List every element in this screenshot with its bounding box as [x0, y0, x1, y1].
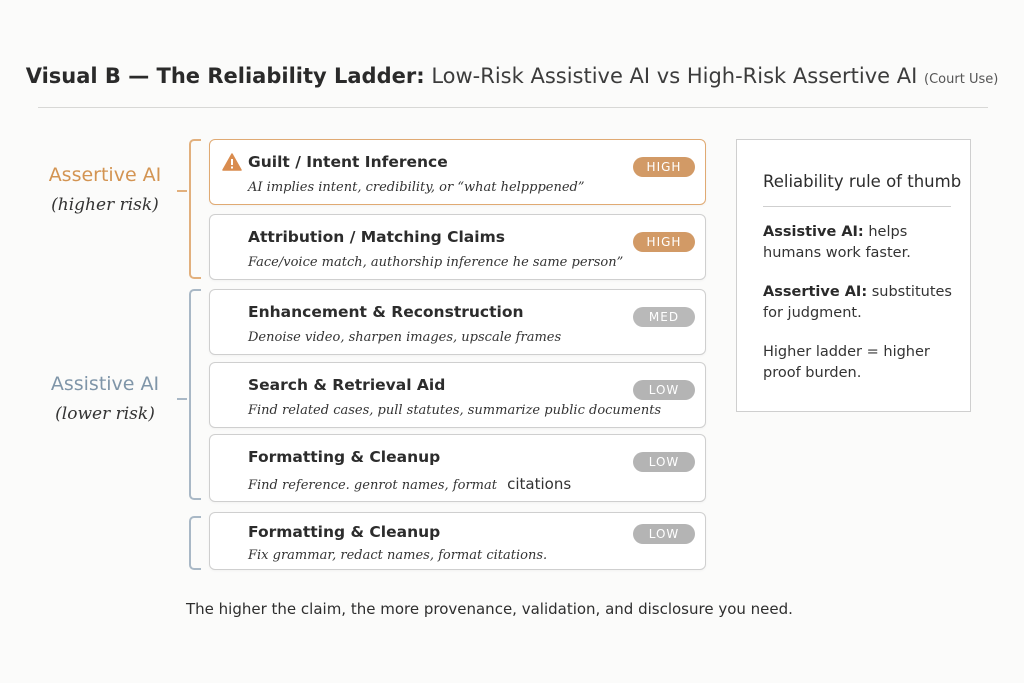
rule-item-text: helps humans work faster. [763, 224, 911, 261]
title-rest: Low-Risk Assistive AI vs High-Risk Asser… [431, 64, 918, 88]
rung-description: Find related cases, pull statutes, summa… [248, 403, 662, 418]
title-bold: Visual B — The Reliability Ladder: [25, 64, 425, 88]
risk-badge: HIGH [633, 232, 695, 252]
ladder-rung: Formatting & Cleanup Find reference. gen… [209, 434, 706, 502]
rule-item-bold: Assistive AI: [763, 224, 864, 240]
assistive-bracket-lower [189, 516, 201, 570]
title-divider [38, 107, 988, 108]
rung-title: Search & Retrieval Aid [248, 376, 446, 394]
assertive-label: Assertive AI [48, 164, 162, 186]
rule-box-divider [763, 206, 951, 207]
warning-icon [222, 153, 242, 171]
rule-item-text: substitutes for judgment. [763, 284, 952, 321]
title-small: (Court Use) [924, 72, 999, 87]
assistive-bracket [189, 289, 201, 500]
page-title: Visual B — The Reliability Ladder: Low-R… [0, 64, 1024, 88]
assertive-group-label: Assertive AI (higher risk) [40, 160, 170, 220]
rung-description-text: Find reference. genrot names, format [248, 478, 497, 493]
rung-title: Formatting & Cleanup [248, 448, 441, 466]
assertive-sublabel: (higher risk) [51, 195, 159, 215]
ladder-rung: Enhancement & Reconstruction Denoise vid… [209, 289, 706, 355]
rung-description: AI implies intent, credibility, or “what… [248, 180, 585, 195]
rung-description: Find reference. genrot names, format cit… [248, 475, 571, 493]
assistive-group-label: Assistive AI (lower risk) [40, 369, 170, 429]
rung-title: Attribution / Matching Claims [248, 228, 505, 246]
rung-description: Face/voice match, authorship inference h… [248, 255, 624, 270]
risk-badge: HIGH [633, 157, 695, 177]
assistive-sublabel: (lower risk) [55, 404, 155, 424]
risk-badge: LOW [633, 380, 695, 400]
ladder-rung: Search & Retrieval Aid Find related case… [209, 362, 706, 428]
rule-of-thumb-box: Reliability rule of thumb Assistive AI: … [736, 139, 971, 412]
rung-description-extra: citations [507, 475, 572, 493]
assistive-label: Assistive AI [50, 373, 160, 395]
risk-badge: LOW [633, 524, 695, 544]
risk-badge: LOW [633, 452, 695, 472]
ladder-rung: Formatting & Cleanup Fix grammar, redact… [209, 512, 706, 570]
rung-description: Denoise video, sharpen images, upscale f… [248, 330, 562, 345]
rung-title: Guilt / Intent Inference [248, 153, 448, 171]
assistive-bracket-tick [177, 398, 187, 400]
footer-note: The higher the claim, the more provenanc… [186, 600, 793, 618]
assertive-bracket-tick [177, 190, 187, 192]
ladder-rung: Attribution / Matching Claims Face/voice… [209, 214, 706, 280]
rule-item-bold: Assertive AI: [763, 284, 868, 300]
assertive-bracket [189, 139, 201, 279]
rung-title: Formatting & Cleanup [248, 523, 441, 541]
rule-item-text: Higher ladder = higher proof burden. [763, 344, 930, 381]
rule-item: Assistive AI: helps humans work faster. [763, 222, 963, 264]
ladder-rung: Guilt / Intent Inference AI implies inte… [209, 139, 706, 205]
rule-item: Assertive AI: substitutes for judgment. [763, 282, 963, 324]
rule-box-title: Reliability rule of thumb [763, 172, 962, 191]
rung-title: Enhancement & Reconstruction [248, 303, 524, 321]
risk-badge: MED [633, 307, 695, 327]
rule-item: Higher ladder = higher proof burden. [763, 342, 963, 384]
rung-description: Fix grammar, redact names, format citati… [248, 548, 548, 563]
